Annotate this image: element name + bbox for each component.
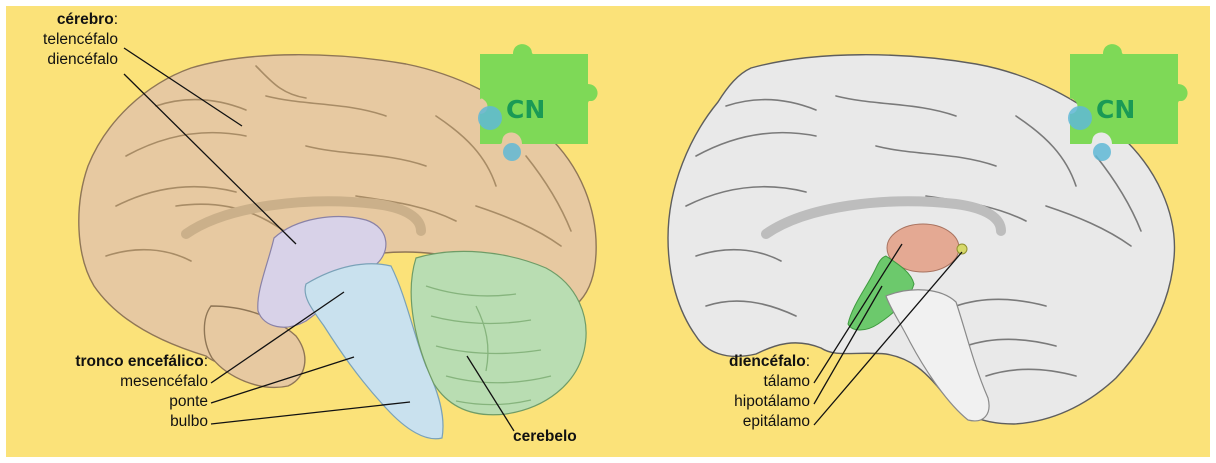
telencephalon-label: telencéfalo: [6, 30, 118, 50]
puzzle-logo-left: CN: [478, 44, 598, 161]
cerebrum-title: cérebro:: [6, 10, 118, 30]
diencephalon-title: diencéfalo:: [606, 352, 810, 372]
thalamus-label: tálamo: [606, 372, 810, 392]
hypothalamus-label: hipotálamo: [606, 392, 810, 412]
medulla-label: bulbo: [6, 412, 208, 432]
mesencephalon-label: mesencéfalo: [6, 372, 208, 392]
brainstem-title: tronco encefálico:: [6, 352, 208, 372]
logo-text-left: CN: [506, 95, 545, 124]
logo-text-right: CN: [1096, 95, 1135, 124]
epithalamus-label: epitálamo: [606, 412, 810, 432]
brainstem-label-group: tronco encefálico: mesencéfalo ponte bul…: [6, 352, 208, 432]
diagram-canvas: CN: [6, 6, 1210, 457]
puzzle-logo-right: CN: [1068, 44, 1188, 161]
diencephalon-label-group: diencéfalo: tálamo hipotálamo epitálamo: [606, 352, 810, 432]
diencephalon-label: diencéfalo: [6, 50, 118, 70]
cerebrum-label-group: cérebro: telencéfalo diencéfalo: [6, 10, 118, 70]
cerebellum-label: cerebelo: [513, 427, 577, 447]
pons-label: ponte: [6, 392, 208, 412]
